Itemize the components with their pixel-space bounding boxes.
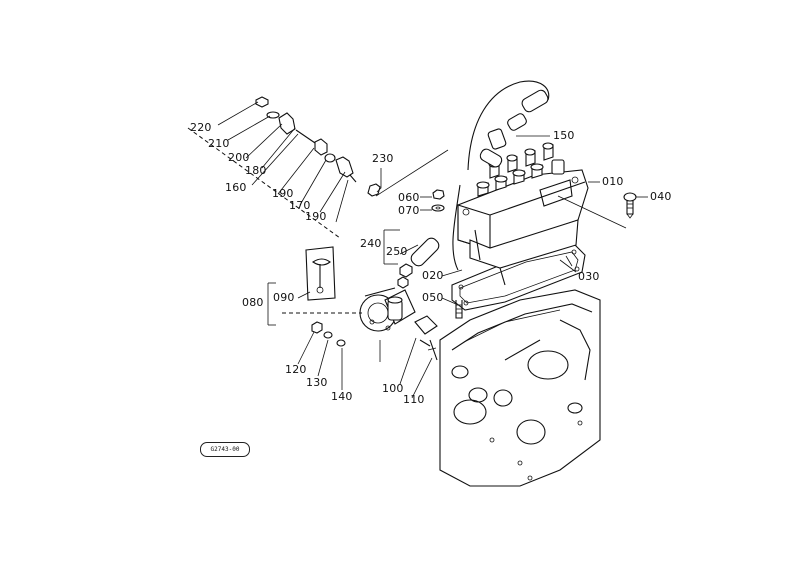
part-label-020: 020 <box>422 269 444 282</box>
part-label-130: 130 <box>306 376 328 389</box>
drawing-reference-badge: G2743-00 <box>200 442 250 457</box>
pump-element-090 <box>305 246 336 301</box>
stud-050 <box>455 300 463 319</box>
part-label-200: 200 <box>228 151 250 164</box>
part-label-140: 140 <box>331 390 353 403</box>
part-label-010: 010 <box>602 175 624 188</box>
nut-060-washer-070 <box>431 189 445 212</box>
part-label-040: 040 <box>650 190 672 203</box>
fuel-filter-240 <box>397 237 440 289</box>
part-label-220: 220 <box>190 121 212 134</box>
part-label-080: 080 <box>242 296 264 309</box>
part-label-060: 060 <box>398 191 420 204</box>
part-label-120: 120 <box>285 363 307 376</box>
part-label-100: 100 <box>382 382 404 395</box>
part-label-240: 240 <box>360 237 382 250</box>
part-label-250: 250 <box>386 245 408 258</box>
injector-assembly <box>255 96 381 197</box>
part-label-150: 150 <box>553 129 575 142</box>
part-label-230: 230 <box>372 152 394 165</box>
part-label-160: 160 <box>225 181 247 194</box>
nuts-120-140 <box>311 321 346 347</box>
engine-block <box>439 289 601 487</box>
part-label-210: 210 <box>208 137 230 150</box>
part-label-190-b: 190 <box>305 210 327 223</box>
part-label-180: 180 <box>245 164 267 177</box>
feed-pump-housing-080 <box>359 287 438 361</box>
leader-lines <box>187 101 648 399</box>
part-label-170: 170 <box>289 199 311 212</box>
part-label-030: 030 <box>578 270 600 283</box>
injection-pump-body-010 <box>452 80 589 286</box>
part-label-070: 070 <box>398 204 420 217</box>
part-label-110: 110 <box>403 393 425 406</box>
part-label-050: 050 <box>422 291 444 304</box>
part-label-090: 090 <box>273 291 295 304</box>
bolt-040 <box>623 192 637 219</box>
part-label-190-a: 190 <box>272 187 294 200</box>
